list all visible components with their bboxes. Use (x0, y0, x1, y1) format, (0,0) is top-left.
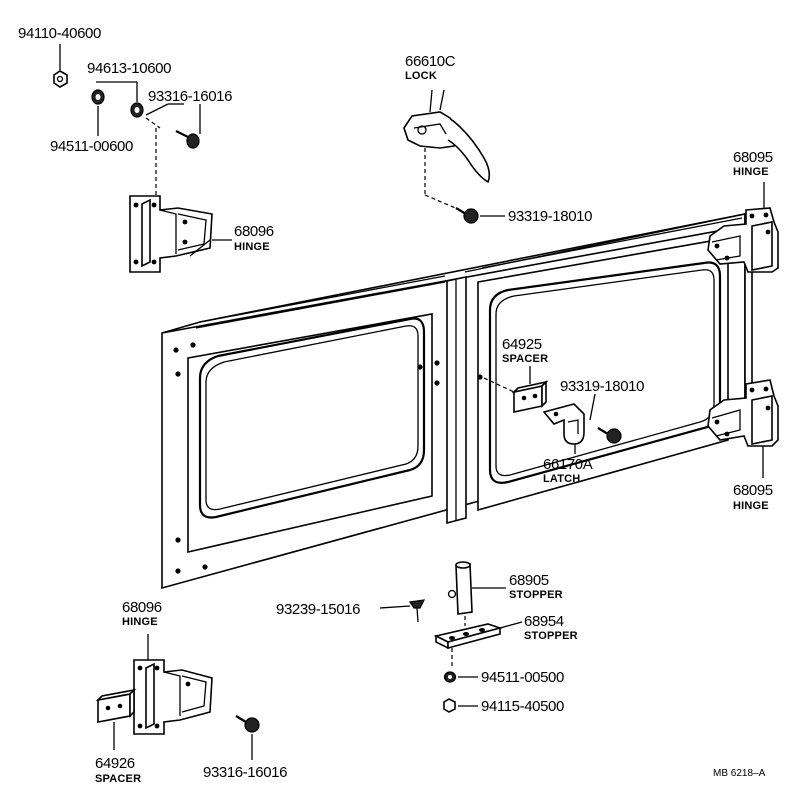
washer-94511-00600-icon (130, 102, 144, 118)
hinge-68096-bottom-icon (133, 659, 213, 735)
label-94511-00600: 94511-00600 (50, 138, 133, 155)
hinge-68095-bottom-icon (707, 379, 779, 447)
label-93316-16016-top: 93316-16016 (148, 88, 232, 105)
label-94613-10600: 94613-10600 (87, 60, 171, 77)
label-93319-18010-top: 93319-18010 (508, 208, 592, 225)
latch-66170a-icon (542, 403, 585, 445)
label-93319-18010-mid: 93319-18010 (560, 378, 644, 395)
label-spacer-64925: SPACER (502, 353, 548, 365)
lock-66610c-icon (403, 89, 491, 184)
washer-94511-00500-icon (443, 671, 457, 683)
label-93316-16016-bottom: 93316-16016 (203, 764, 287, 781)
label-stopper-68954: STOPPER (524, 630, 578, 642)
label-hinge-68095-top: HINGE (733, 166, 769, 178)
label-66170a: 66170A (543, 456, 593, 473)
label-68096-bottom: 68096 (122, 599, 162, 616)
bolt-93316-16016-bottom-icon (235, 715, 260, 733)
label-hinge-68096-bottom: HINGE (122, 616, 158, 628)
label-68905: 68905 (509, 572, 549, 589)
label-latch: LATCH (543, 473, 580, 485)
nut-94115-40500-icon (443, 698, 456, 713)
drawing-reference-code: MB 6218–A (713, 768, 766, 779)
label-94115-40500: 94115-40500 (481, 698, 564, 715)
label-stopper-68905: STOPPER (509, 589, 563, 601)
label-68954: 68954 (524, 613, 564, 630)
label-93239-15016: 93239-15016 (276, 601, 360, 618)
stopper-68905-icon (447, 561, 473, 615)
label-spacer-64926: SPACER (95, 773, 141, 785)
bolt-93239-15016-icon (408, 599, 426, 623)
label-68095-bottom: 68095 (733, 482, 773, 499)
bolt-93319-18010-top-icon (455, 207, 479, 224)
label-94511-00500: 94511-00500 (481, 669, 564, 686)
lock-washer-94613-10600-icon (91, 89, 105, 105)
bolt-93316-16016-top-icon (175, 130, 200, 149)
spacer-64926-icon (95, 688, 137, 723)
part-labels: 94110-40600 94613-10600 93316-16016 9451… (18, 25, 773, 785)
nut-94110-40600-icon (53, 70, 68, 88)
bolt-93319-18010-mid-icon (597, 427, 622, 444)
label-68095-top: 68095 (733, 149, 773, 166)
label-lock: LOCK (405, 70, 437, 82)
hinge-68096-top-icon (129, 195, 213, 273)
label-68096-top: 68096 (234, 223, 274, 240)
label-hinge-68096-top: HINGE (234, 241, 270, 253)
label-64925: 64925 (502, 336, 542, 353)
label-66610c: 66610C (405, 53, 456, 70)
back-door-assembly (161, 210, 753, 590)
hinge-68095-top-icon (707, 207, 779, 273)
label-94110-40600: 94110-40600 (18, 25, 101, 42)
stopper-68954-icon (433, 623, 503, 650)
spacer-64925-icon (511, 380, 549, 413)
label-hinge-68095-bottom: HINGE (733, 500, 769, 512)
label-64926: 64926 (95, 755, 135, 772)
